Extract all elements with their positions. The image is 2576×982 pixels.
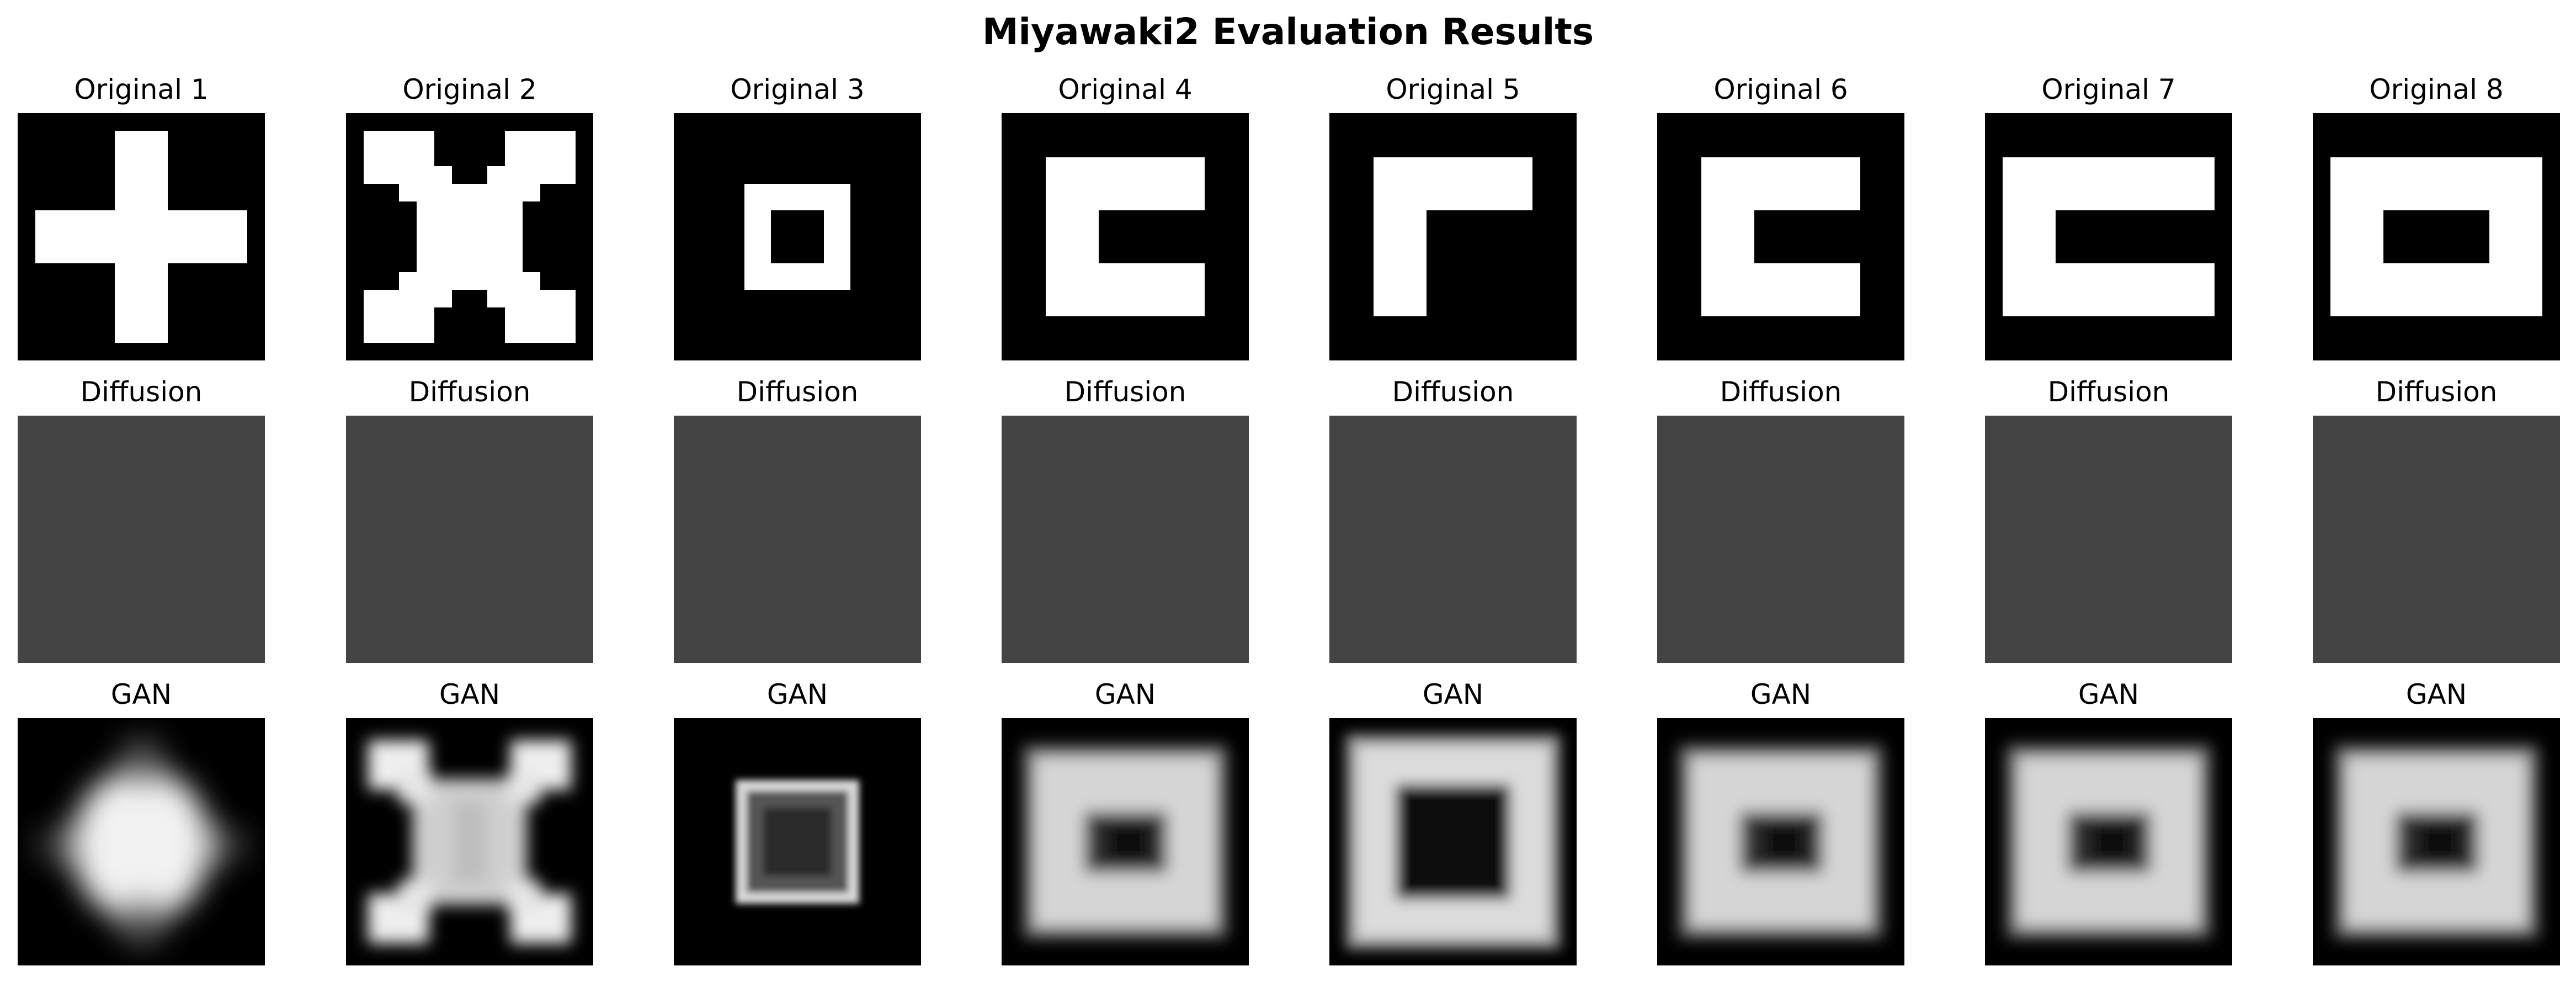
original-panel-2 [346, 113, 593, 360]
gan-panel-title: GAN [1094, 678, 1156, 710]
diffusion-panel-1 [18, 416, 265, 663]
original-panel-title: Original 6 [1713, 73, 1848, 105]
figure-title: Miyawaki2 Evaluation Results [982, 10, 1594, 53]
diffusion-panel-title: Diffusion [2375, 376, 2498, 408]
gan-panel-7 [1985, 718, 2232, 965]
panel-image [18, 718, 265, 965]
diffusion-panel-title: Diffusion [2047, 376, 2170, 408]
original-panel-3 [674, 113, 921, 360]
panel-image [2313, 718, 2560, 965]
gan-panel-title: GAN [2078, 678, 2139, 710]
diffusion-panel-title: Diffusion [80, 376, 203, 408]
panel-image [1329, 416, 1577, 663]
panel-image [1985, 113, 2232, 360]
panel-image [1657, 416, 1904, 663]
diffusion-panel-7 [1985, 416, 2232, 663]
gan-panel-1 [18, 718, 265, 965]
diffusion-panel-2 [346, 416, 593, 663]
original-panel-8 [2313, 113, 2560, 360]
panel-image [2313, 113, 2560, 360]
gan-panel-title: GAN [2405, 678, 2467, 710]
diffusion-panel-5 [1329, 416, 1577, 663]
gan-panel-6 [1657, 718, 1904, 965]
original-panel-4 [1002, 113, 1249, 360]
original-panel-title: Original 4 [1058, 73, 1193, 105]
original-panel-title: Original 7 [2041, 73, 2176, 105]
original-panel-7 [1985, 113, 2232, 360]
diffusion-panel-title: Diffusion [408, 376, 531, 408]
panel-image [1329, 113, 1577, 360]
gan-panel-title: GAN [1750, 678, 1812, 710]
panel-image [1985, 718, 2232, 965]
gan-panel-title: GAN [110, 678, 172, 710]
panel-image [674, 718, 921, 965]
original-panel-title: Original 5 [1386, 73, 1520, 105]
panel-image [1985, 416, 2232, 663]
diffusion-panel-4 [1002, 416, 1249, 663]
original-panel-title: Original 3 [730, 73, 865, 105]
panel-image [1002, 718, 1249, 965]
panel-image [1657, 718, 1904, 965]
panel-image [674, 113, 921, 360]
gan-panel-title: GAN [439, 678, 501, 710]
panel-image [674, 416, 921, 663]
diffusion-panel-8 [2313, 416, 2560, 663]
gan-panel-title: GAN [1422, 678, 1484, 710]
gan-panel-8 [2313, 718, 2560, 965]
panel-image [1002, 416, 1249, 663]
gan-panel-2 [346, 718, 593, 965]
panel-image [346, 113, 593, 360]
diffusion-panel-6 [1657, 416, 1904, 663]
gan-panel-4 [1002, 718, 1249, 965]
diffusion-panel-title: Diffusion [1064, 376, 1186, 408]
gan-panel-title: GAN [767, 678, 828, 710]
panel-image [2313, 416, 2560, 663]
original-panel-title: Original 2 [402, 73, 537, 105]
original-panel-title: Original 8 [2369, 73, 2504, 105]
diffusion-panel-3 [674, 416, 921, 663]
diffusion-panel-title: Diffusion [1720, 376, 1842, 408]
panel-image [346, 718, 593, 965]
gan-panel-3 [674, 718, 921, 965]
original-panel-6 [1657, 113, 1904, 360]
original-panel-1 [18, 113, 265, 360]
diffusion-panel-title: Diffusion [736, 376, 859, 408]
diffusion-panel-title: Diffusion [1392, 376, 1514, 408]
panel-image [18, 113, 265, 360]
panel-image [18, 416, 265, 663]
panel-image [1329, 718, 1577, 965]
panel-image [1657, 113, 1904, 360]
original-panel-title: Original 1 [74, 73, 209, 105]
original-panel-5 [1329, 113, 1577, 360]
panel-image [346, 416, 593, 663]
gan-panel-5 [1329, 718, 1577, 965]
panel-image [1002, 113, 1249, 360]
